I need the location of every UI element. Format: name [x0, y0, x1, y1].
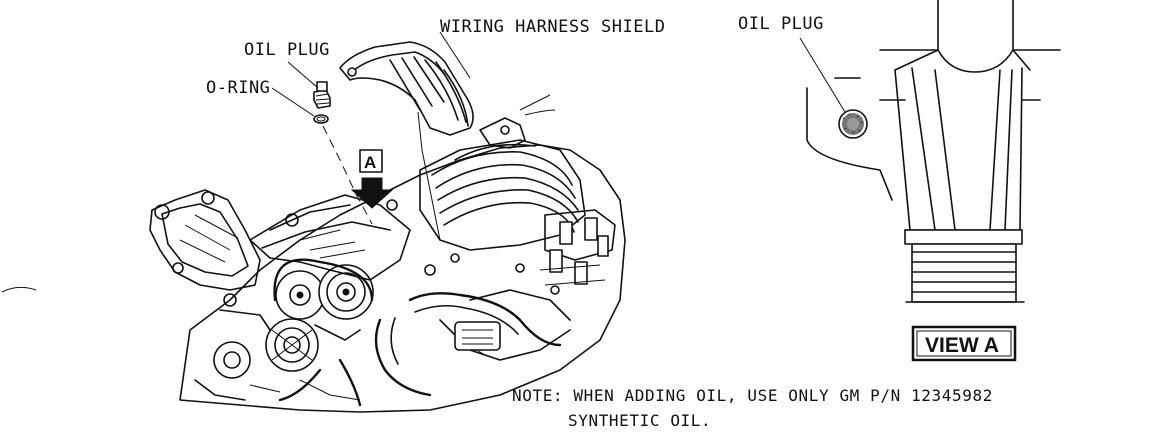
view-a-detail [806, 0, 1061, 303]
callout-oil-plug-left: OIL PLUG [244, 40, 330, 89]
view-a-label: VIEW A [925, 334, 999, 357]
hoses-and-lines [194, 253, 571, 407]
callout-o-ring: O-RING [206, 78, 315, 117]
wiring-harness-shield-label: WIRING HARNESS SHIELD [440, 17, 665, 37]
engine-assembly-illustration: A [1, 41, 626, 413]
wiring-harness-shield-part [339, 41, 474, 241]
o-ring-part [313, 114, 329, 124]
pulley-group [213, 258, 374, 379]
o-ring-label: O-RING [206, 78, 270, 98]
callout-wiring-harness-shield: WIRING HARNESS SHIELD [439, 17, 665, 79]
oil-plug-part [313, 81, 331, 109]
fuel-rail-injectors [539, 209, 616, 286]
view-a-label-box: VIEW A [911, 325, 1017, 362]
view-marker-letter: A [364, 153, 376, 172]
note-line-1: NOTE: WHEN ADDING OIL, USE ONLY GM P/N 1… [512, 386, 993, 405]
note-line-2: SYNTHETIC OIL. [568, 411, 711, 430]
note-block: NOTE: WHEN ADDING OIL, USE ONLY GM P/N 1… [512, 386, 993, 430]
callout-oil-plug-right: OIL PLUG [738, 14, 846, 113]
oil-plug-label-left: OIL PLUG [244, 40, 330, 60]
accessory-bracket [149, 189, 261, 291]
oil-plug-label-right: OIL PLUG [738, 14, 824, 34]
view-a-marker: A [350, 149, 394, 209]
supercharger-housing [249, 194, 411, 281]
